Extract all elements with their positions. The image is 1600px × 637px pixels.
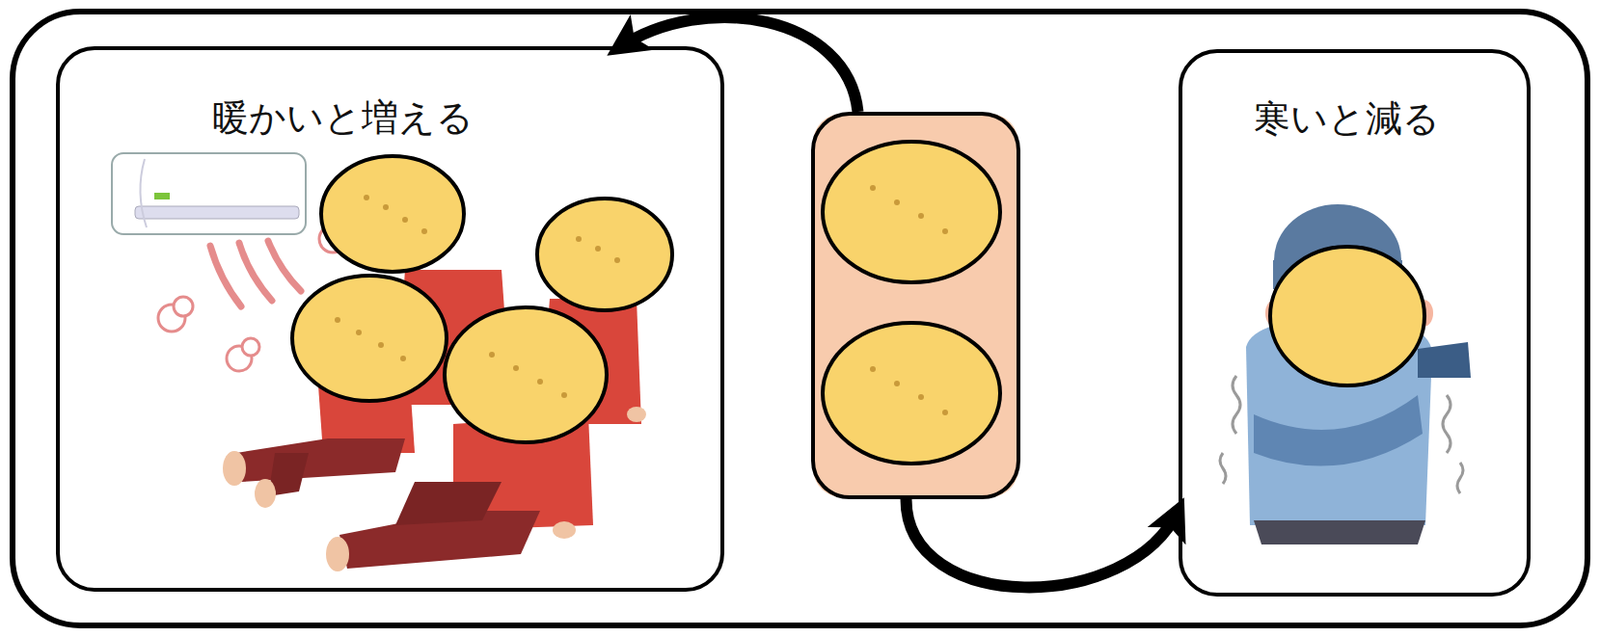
heat-waves: [210, 241, 301, 307]
box-title: 寒いと減る: [1253, 97, 1440, 142]
region-box: 寒いと減る: [1178, 49, 1531, 597]
center-fill: [813, 113, 1019, 498]
air-conditioner: [111, 153, 306, 235]
outer-frame: [12, 11, 1588, 626]
curved-arrow: [618, 17, 859, 112]
yeast-texture: [334, 185, 1368, 416]
shiver-lines: [1220, 376, 1464, 494]
yeast-faces: [292, 141, 1001, 464]
region-box: 暖かいと増える: [55, 46, 725, 593]
cold-person: [1246, 204, 1471, 545]
yeast-face: [1270, 246, 1425, 386]
curved-arrow: [906, 499, 1180, 588]
box-title: 暖かいと増える: [212, 96, 474, 141]
region-box: [811, 111, 1021, 500]
warm-people: [222, 270, 647, 572]
